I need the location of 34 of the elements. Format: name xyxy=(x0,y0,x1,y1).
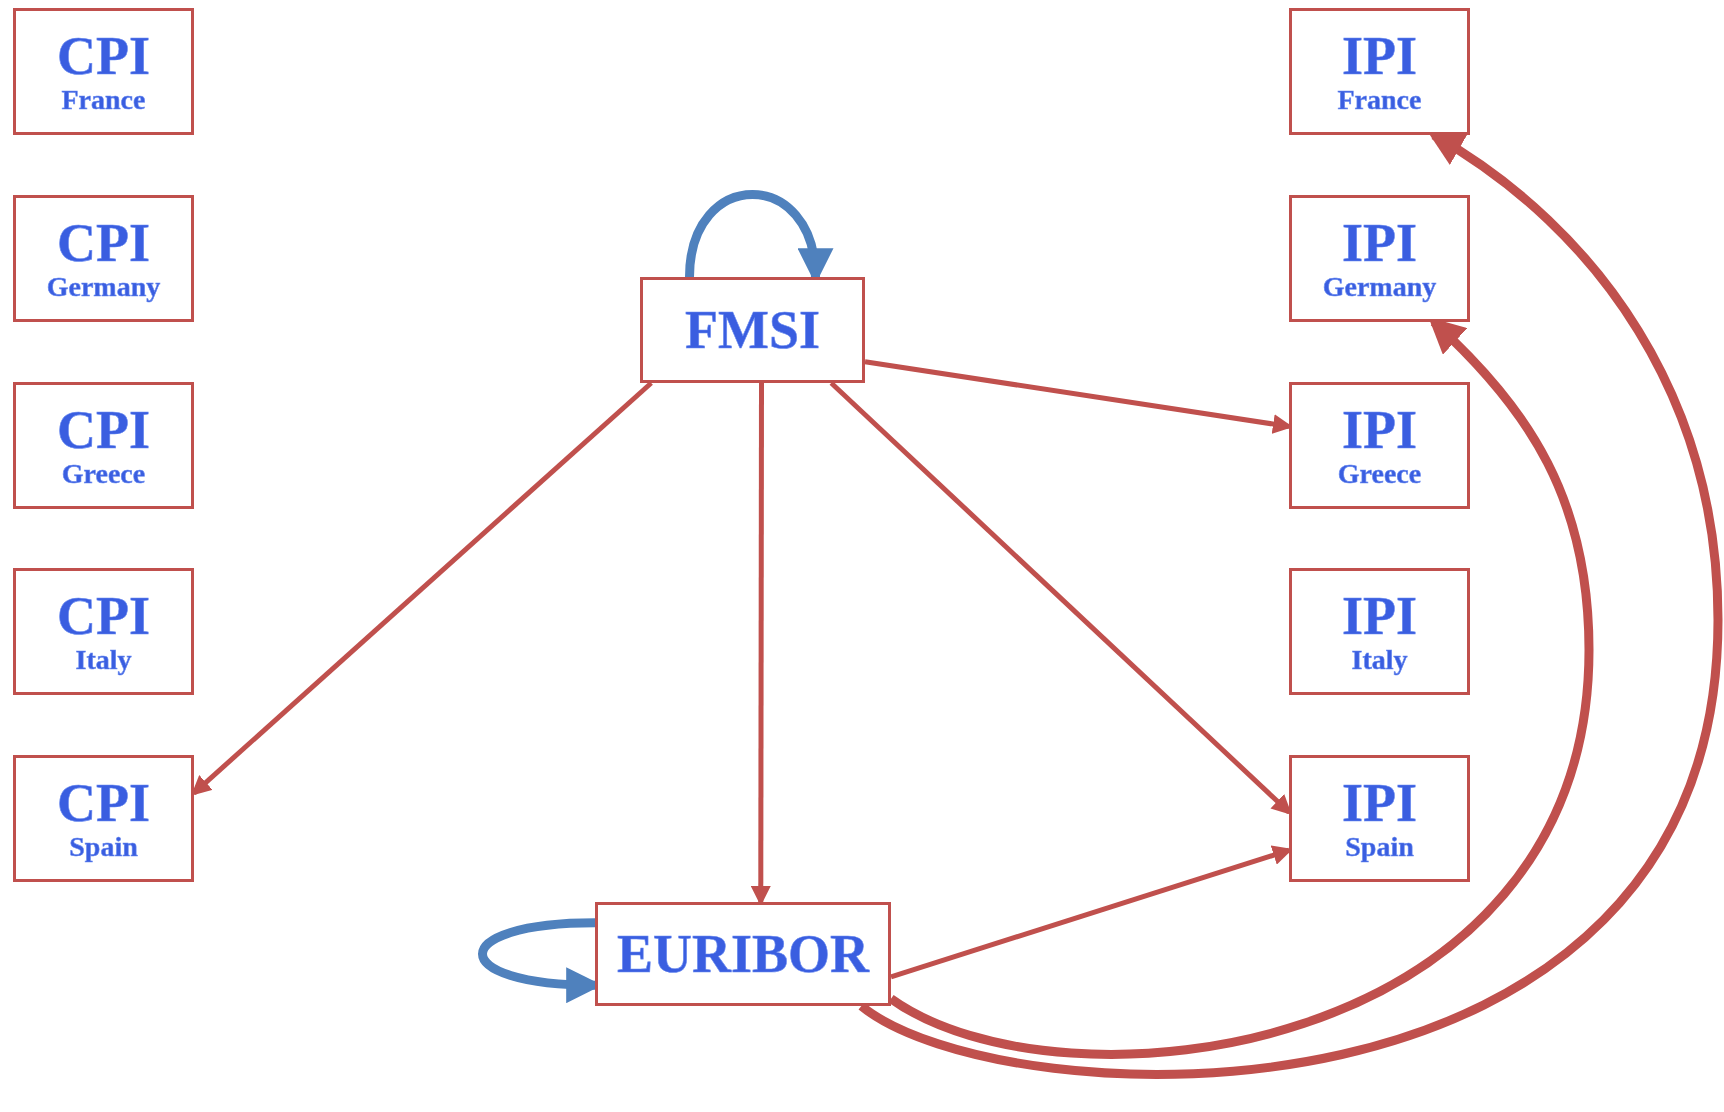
node-subtitle: France xyxy=(61,85,146,115)
node-box xyxy=(13,195,194,322)
node-title: IPI xyxy=(1342,215,1417,273)
node-box xyxy=(1289,568,1470,695)
node-title: IPI xyxy=(1342,402,1417,460)
node-title: CPI xyxy=(57,28,150,86)
node-title: CPI xyxy=(57,775,150,833)
node-title: EURIBOR xyxy=(616,925,869,983)
node-subtitle: Greece xyxy=(61,459,146,489)
node-box xyxy=(1289,382,1470,509)
node-subtitle: Spain xyxy=(1345,832,1414,862)
node-title: FMSI xyxy=(685,301,820,359)
node-box xyxy=(1289,755,1470,882)
node-title: CPI xyxy=(57,215,150,273)
node-title: IPI xyxy=(1342,775,1417,833)
node-box xyxy=(13,8,194,135)
node-box xyxy=(595,902,891,1006)
node-box xyxy=(13,755,194,882)
node-title: IPI xyxy=(1342,588,1417,646)
node-title: IPI xyxy=(1342,28,1417,86)
node-subtitle: France xyxy=(1337,85,1422,115)
node-title: CPI xyxy=(57,402,150,460)
node-subtitle: Greece xyxy=(1337,459,1422,489)
node-box xyxy=(1289,8,1470,135)
node-box xyxy=(1289,195,1470,322)
node-box xyxy=(640,277,865,383)
node-subtitle: Germany xyxy=(1322,272,1437,302)
node-subtitle: Spain xyxy=(69,832,138,862)
node-box xyxy=(13,382,194,509)
node-title: CPI xyxy=(57,588,150,646)
node-subtitle: Germany xyxy=(46,272,161,302)
node-subtitle: Italy xyxy=(75,645,132,675)
node-subtitle: Italy xyxy=(1351,645,1408,675)
node-box xyxy=(13,568,194,695)
